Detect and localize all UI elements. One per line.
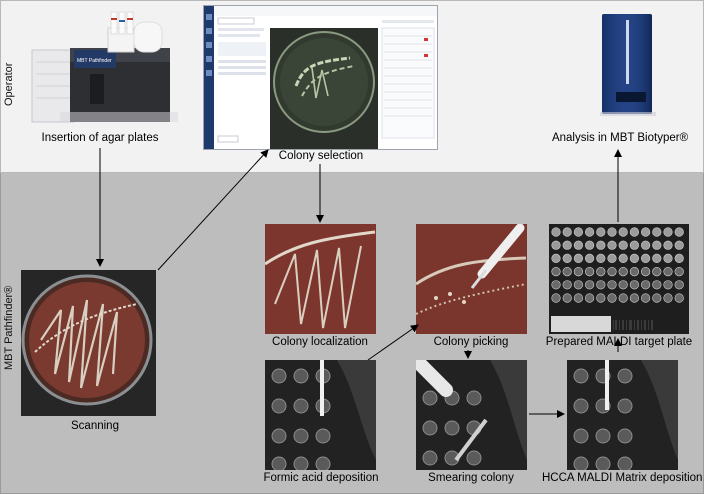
- caption-formic-acid: Formic acid deposition: [263, 472, 379, 484]
- target-well: [551, 227, 561, 237]
- target-well: [607, 266, 617, 277]
- caption-colony-selection: Colony selection: [278, 150, 364, 162]
- caption-insertion: Insertion of agar plates: [41, 132, 159, 144]
- target-well: [640, 293, 651, 303]
- target-well: [562, 266, 572, 277]
- target-well: [596, 227, 606, 237]
- caption-hcca: HCCA MALDI Matrix deposition: [542, 472, 703, 484]
- target-well: [629, 280, 639, 290]
- target-well: [573, 280, 583, 290]
- target-well: [607, 293, 617, 303]
- target-well: [640, 227, 651, 237]
- target-well: [596, 280, 606, 290]
- target-well: [584, 240, 595, 250]
- target-well: [562, 240, 572, 250]
- target-well: [573, 266, 583, 277]
- target-well: [674, 266, 684, 277]
- target-well: [573, 227, 583, 237]
- target-well: [551, 280, 561, 290]
- target-well: [629, 227, 639, 237]
- target-well: [652, 266, 662, 277]
- target-well: [607, 240, 617, 250]
- target-well: [674, 240, 684, 250]
- colony-localization-photo: [265, 224, 376, 334]
- target-well: [629, 293, 639, 303]
- caption-colony-localization: Colony localization: [272, 336, 368, 348]
- target-well: [551, 266, 561, 277]
- target-well: [618, 266, 628, 277]
- target-well: [663, 227, 673, 237]
- target-well: [573, 240, 583, 250]
- target-well: [573, 253, 583, 264]
- target-well: [607, 253, 617, 264]
- target-well: [629, 240, 639, 250]
- target-well: [663, 266, 673, 277]
- target-well: [640, 253, 651, 264]
- target-well: [618, 293, 628, 303]
- target-well: [618, 253, 628, 264]
- target-well: [674, 227, 684, 237]
- maldi-target-plate-photo: [549, 224, 689, 334]
- scanning-photo: [21, 270, 156, 416]
- target-well: [652, 280, 662, 290]
- caption-analysis: Analysis in MBT Biotyper®: [551, 132, 689, 144]
- target-well: [652, 293, 662, 303]
- target-well: [551, 240, 561, 250]
- target-well: [663, 240, 673, 250]
- caption-scanning: Scanning: [71, 420, 119, 432]
- target-well: [640, 266, 651, 277]
- target-well: [652, 227, 662, 237]
- formic-acid-photo: [265, 360, 376, 470]
- lane-label-operator: Operator: [3, 62, 15, 106]
- target-well: [562, 227, 572, 237]
- target-well: [674, 280, 684, 290]
- target-well: [652, 240, 662, 250]
- target-well: [596, 253, 606, 264]
- pathfinder-device-photo: MBT Pathfinder: [30, 8, 182, 128]
- target-well: [640, 280, 651, 290]
- target-well: [584, 266, 595, 277]
- target-well: [652, 253, 662, 264]
- target-well: [618, 240, 628, 250]
- target-well: [674, 293, 684, 303]
- smearing-colony-photo: [416, 360, 527, 470]
- hcca-deposition-photo: [567, 360, 678, 470]
- device-brand-label: MBT Pathfinder: [77, 58, 112, 64]
- target-well: [584, 280, 595, 290]
- target-well: [663, 293, 673, 303]
- colony-picking-photo: [416, 224, 527, 334]
- target-well: [607, 280, 617, 290]
- lane-label-pathfinder: MBT Pathfinder®: [3, 285, 15, 370]
- target-well: [629, 266, 639, 277]
- target-well: [596, 293, 606, 303]
- target-well: [562, 280, 572, 290]
- caption-colony-picking: Colony picking: [433, 336, 509, 348]
- target-well: [618, 227, 628, 237]
- biotyper-device-photo: [596, 8, 662, 118]
- target-well: [551, 293, 561, 303]
- target-well: [640, 240, 651, 250]
- caption-prepared-plate: Prepared MALDI target plate: [545, 336, 693, 348]
- target-well: [663, 253, 673, 264]
- target-well: [584, 293, 595, 303]
- target-well: [663, 280, 673, 290]
- brand-panel: [74, 50, 116, 68]
- colony-selection-screenshot: [203, 5, 438, 150]
- target-well: [584, 227, 595, 237]
- target-well: [596, 266, 606, 277]
- target-well: [596, 240, 606, 250]
- target-well: [551, 253, 561, 264]
- target-well: [562, 293, 572, 303]
- caption-smearing: Smearing colony: [428, 472, 514, 484]
- target-well: [573, 293, 583, 303]
- target-well: [607, 227, 617, 237]
- target-well: [584, 253, 595, 264]
- target-well: [674, 253, 684, 264]
- target-well: [618, 280, 628, 290]
- target-well: [629, 253, 639, 264]
- target-well: [562, 253, 572, 264]
